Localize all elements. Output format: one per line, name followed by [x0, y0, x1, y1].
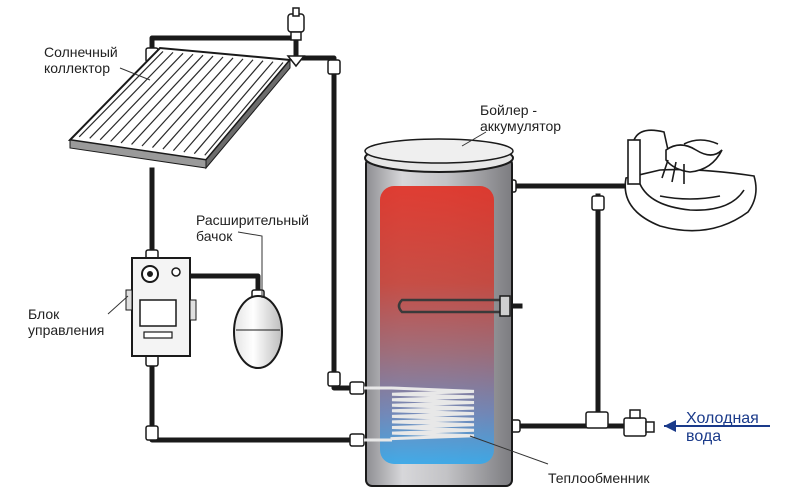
expansion-pipe: [185, 273, 261, 301]
collector-tube: [172, 59, 254, 152]
collector-tube: [120, 54, 204, 144]
collector-tube: [152, 57, 234, 148]
expansion-tank-icon: [233, 295, 283, 369]
solar-panel-icon: [67, 46, 292, 170]
air-vent-icon: [286, 7, 306, 68]
collector-tube: [78, 51, 164, 138]
heat-exchanger-coil: [390, 386, 475, 441]
tee-fitting: [585, 411, 609, 429]
collector-tube: [183, 60, 264, 153]
label-heat-exchanger: Теплообменник: [548, 470, 650, 486]
label-control-unit-line1: Блок: [28, 306, 60, 322]
label-boiler-line1: Бойлер -: [480, 102, 538, 118]
label-solar-collector-line2: коллектор: [44, 60, 110, 76]
label-solar-collector: Солнечный коллектор: [44, 44, 118, 76]
coil-path: [390, 386, 475, 441]
label-expansion-tank-line2: бачок: [196, 228, 233, 244]
collector-tube: [110, 53, 194, 142]
label-cold-water: Холодная вода: [686, 410, 759, 446]
label-cold-water-line1: Холодная: [686, 410, 759, 427]
label-control-unit-line2: управления: [28, 322, 105, 338]
collector-tube: [204, 62, 284, 156]
label-expansion-tank-line1: Расширительный: [196, 212, 309, 228]
label-control-unit: Блок управления: [28, 306, 104, 338]
label-boiler-line2: аккумулятор: [480, 118, 562, 134]
sink-with-hands-icon: [624, 129, 757, 232]
label-boiler: Бойлер - аккумулятор: [480, 102, 561, 134]
leader-lines: [107, 67, 549, 465]
boiler-tank: [364, 138, 514, 487]
pipes: [149, 35, 653, 443]
label-expansion-tank: Расширительный бачок: [196, 212, 309, 244]
cold-water-arrow: [664, 420, 770, 432]
collector-tube: [162, 58, 244, 150]
coil-return-pipe: [149, 353, 359, 443]
heating-element-icon: [397, 295, 511, 317]
collector-tube: [193, 61, 274, 155]
label-solar-collector-line1: Солнечный: [44, 44, 118, 60]
collector-tube: [89, 51, 174, 139]
hot-supply-pipe: [297, 55, 359, 391]
collector-tube: [131, 55, 214, 145]
ball-valve-icon: [623, 409, 655, 437]
label-cold-water-line2: вода: [686, 428, 722, 445]
collector-tube: [141, 56, 224, 147]
collector-tube: [99, 52, 184, 141]
control-unit-icon: [125, 257, 197, 357]
